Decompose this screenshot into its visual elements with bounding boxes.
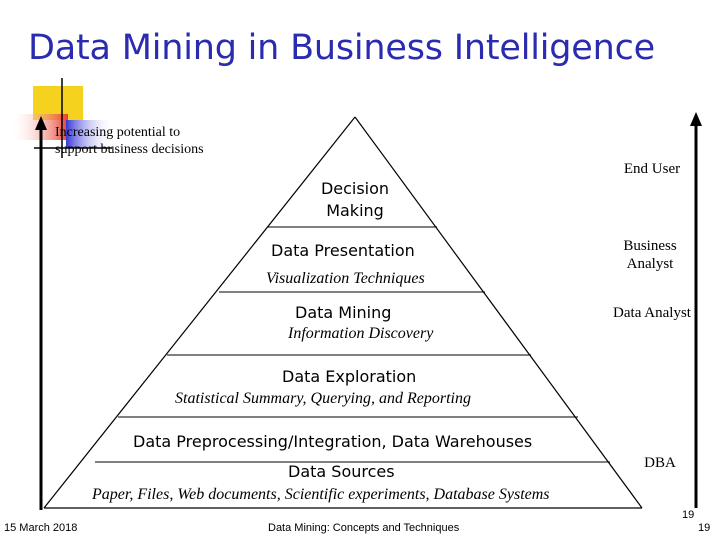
left-up-arrow	[35, 116, 47, 510]
footer-date: 15 March 2018	[4, 522, 78, 534]
layer-data-preprocessing-title: Data Preprocessing/Integration, Data War…	[133, 432, 533, 451]
layer-data-exploration-subtitle: Statistical Summary, Querying, and Repor…	[175, 390, 471, 407]
layer-data-sources-title: Data Sources	[288, 462, 395, 481]
layer-data-presentation-subtitle: Visualization Techniques	[266, 270, 425, 287]
footer-center-text: Data Mining: Concepts and Techniques	[268, 522, 460, 534]
layer-data-sources-subtitle: Paper, Files, Web documents, Scientific …	[92, 486, 550, 503]
layer-data-presentation-title: Data Presentation	[271, 241, 415, 260]
role-business-analyst: Business Analyst	[623, 238, 677, 272]
layer-data-mining-title: Data Mining	[295, 303, 392, 322]
layer-data-mining-subtitle: Information Discovery	[288, 325, 434, 342]
right-up-arrow	[690, 112, 702, 508]
footer-page-number: 19	[682, 509, 695, 521]
role-data-analyst: Data Analyst	[613, 305, 691, 321]
layer-data-exploration-title: Data Exploration	[282, 367, 417, 386]
role-end-user: End User	[623, 161, 681, 177]
left-axis-label: Increasing potential to support business…	[55, 125, 204, 157]
pyramid	[43, 116, 643, 509]
role-dba: DBA	[644, 455, 676, 471]
footer-page-number-corner: 19	[698, 522, 711, 534]
layer-decision-making-title: Decision Making	[320, 179, 390, 220]
slide-title: Data Mining in Business Intelligence	[28, 28, 655, 68]
